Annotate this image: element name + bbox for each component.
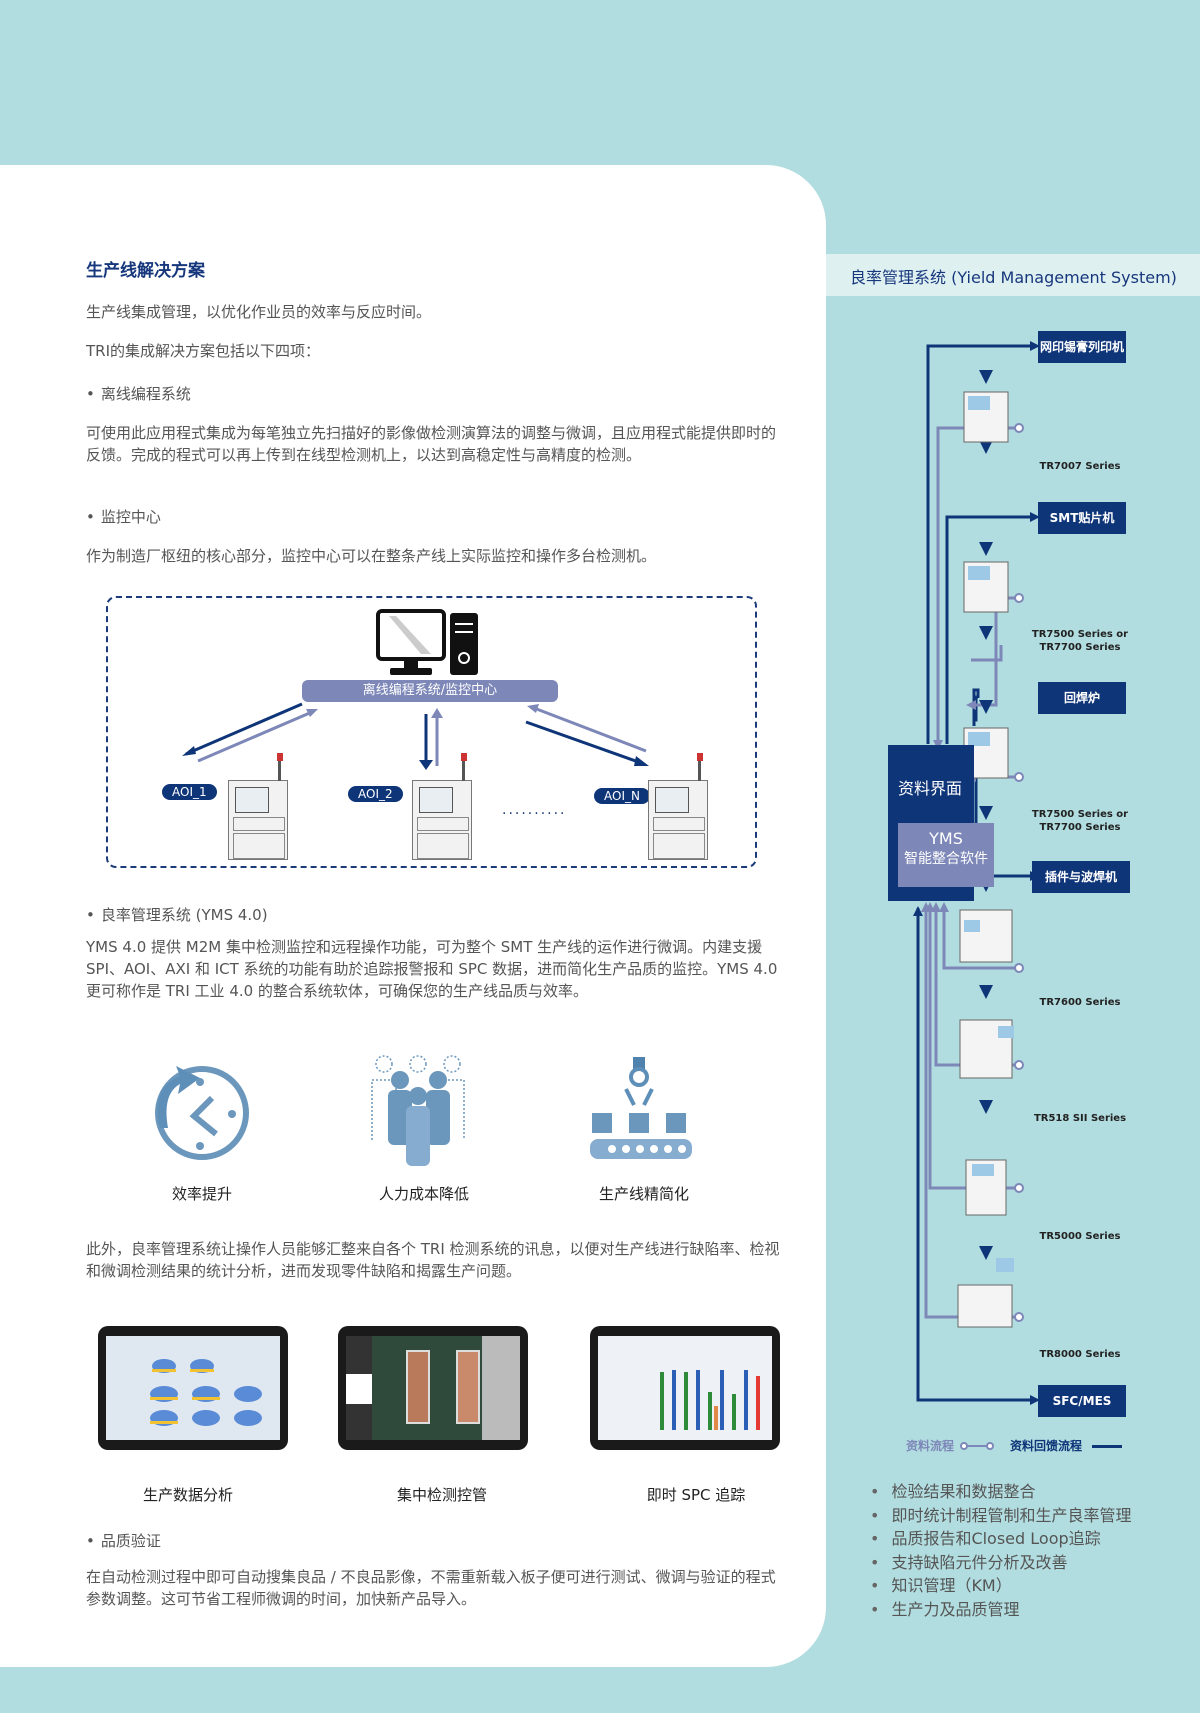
yms-sub-label: 智能整合软件 <box>904 851 988 867</box>
section-body-offline: 可使用此应用程式集成为每笔独立先扫描好的影像做检测演算法的调整与微调，且应用程式… <box>86 424 777 464</box>
section-heading-offline: 离线编程系统 <box>86 383 191 404</box>
yms-label: YMS <box>929 829 963 848</box>
intro-list-lead: TRI的集成解决方案包括以下四项： <box>86 342 321 360</box>
machine-label-tr7500-a: TR7500 Series or TR7700 Series <box>1031 629 1129 653</box>
link-arrows <box>182 702 649 770</box>
screen-data-analysis <box>98 1326 288 1450</box>
feature-item: 即时统计制程管制和生产良率管理 <box>870 1504 1131 1528</box>
network-diagram: 离线编程系统/监控中心 AOI_1 AOI_2 AOI_N ·········· <box>106 596 757 868</box>
feature-item: 生产力及品质管理 <box>870 1598 1131 1622</box>
legend-feedback-line <box>1092 1445 1122 1448</box>
section-heading-yms: 良率管理系统 (YMS 4.0) <box>86 904 268 925</box>
page-title: 生产线解决方案 <box>86 261 205 281</box>
aoi-machine-n <box>648 753 708 860</box>
feature-list: 检验结果和数据整合 即时统计制程管制和生产良率管理 品质报告和Closed Lo… <box>870 1480 1131 1621</box>
process-box-reflow: 回焊炉 <box>1038 682 1126 714</box>
aoi-machine-2 <box>412 753 472 860</box>
screen-label-data-analysis: 生产数据分析 <box>142 1486 233 1504</box>
section-body-yms: YMS 4.0 提供 M2M 集中检测监控和远程操作功能，可为整个 SMT 生产… <box>86 938 778 1000</box>
machine-label-tr7500-b: TR7500 Series or TR7700 Series <box>1031 809 1129 833</box>
aoi-machine-1 <box>228 753 288 860</box>
benefit-label-efficiency: 效率提升 <box>171 1185 232 1203</box>
more-machines-ellipsis: ·········· <box>502 806 567 822</box>
section-heading-monitor: 监控中心 <box>86 506 161 527</box>
hub-label: 资料界面 <box>898 779 963 798</box>
legend-data-flow: 资料流程 <box>906 1439 955 1453</box>
right-panel-title: 良率管理系统 (Yield Management System) <box>850 268 1177 287</box>
yms-software-box: YMS 智能整合软件 <box>898 823 994 887</box>
section-heading-quality: 品质验证 <box>86 1530 161 1551</box>
section-body-quality: 在自动检测过程中即可自动搜集良品 / 不良品影像，不需重新载入板子便可进行测试、… <box>86 1568 776 1608</box>
legend-feedback-flow: 资料回馈流程 <box>1010 1439 1083 1453</box>
right-panel-header: 良率管理系统 (Yield Management System) <box>826 254 1200 296</box>
aoi-node-1: AOI_1 <box>162 784 217 800</box>
people-icon <box>371 1055 465 1166</box>
process-box-wave-solder: 插件与波焊机 <box>1032 861 1130 893</box>
clock-arrow-icon <box>155 1066 249 1160</box>
screen-label-spc: 即时 SPC 追踪 <box>646 1486 746 1504</box>
machine-label-tr518: TR518 SII Series <box>1033 1113 1127 1124</box>
benefit-label-labor: 人力成本降低 <box>378 1185 469 1203</box>
intro-text: 生产线集成管理，以优化作业员的效率与反应时间。 <box>86 303 432 321</box>
process-box-smt-placement: SMT贴片机 <box>1038 502 1126 534</box>
diagram-graphics <box>182 609 649 770</box>
machine-label-tr5000: TR5000 Series <box>1039 1231 1121 1242</box>
screen-central-inspection <box>338 1326 528 1450</box>
aoi-node-2: AOI_2 <box>348 786 403 802</box>
feature-item: 支持缺陷元件分析及改善 <box>870 1551 1131 1575</box>
benefit-label-streamline: 生产线精简化 <box>598 1185 689 1203</box>
machine-label-tr7600: TR7600 Series <box>1039 997 1121 1008</box>
section-body-monitor: 作为制造厂枢纽的核心部分，监控中心可以在整条产线上实际监控和操作多台检测机。 <box>86 547 657 565</box>
screen-label-central-inspection: 集中检测控管 <box>396 1486 487 1504</box>
machine-glyphs <box>957 391 1013 1328</box>
feature-item: 品质报告和Closed Loop追踪 <box>870 1527 1131 1551</box>
aoi-node-n: AOI_N <box>594 788 650 804</box>
machine-label-tr7007: TR7007 Series <box>1039 461 1121 472</box>
center-system-label: 离线编程系统/监控中心 <box>302 680 558 702</box>
data-interface-hub: 资料界面 YMS 智能整合软件 <box>888 745 994 901</box>
step-arrows <box>979 370 993 1260</box>
extra-description: 此外，良率管理系统让操作人员能够汇整来自各个 TRI 检测系统的讯息，以便对生产… <box>86 1240 780 1280</box>
process-box-stencil-printer: 网印锡膏列印机 <box>1038 331 1126 363</box>
feature-item: 知识管理（KM） <box>870 1574 1131 1598</box>
machine-label-tr8000: TR8000 Series <box>1039 1349 1121 1360</box>
conveyor-robot-icon <box>590 1057 692 1159</box>
yms-flow-diagram <box>913 341 1040 1405</box>
legend-data-flow-line <box>960 1442 994 1450</box>
screen-spc-tracking <box>590 1326 780 1450</box>
computer-icon <box>376 609 478 675</box>
process-box-sfc-mes: SFC/MES <box>1038 1385 1126 1417</box>
feature-item: 检验结果和数据整合 <box>870 1480 1131 1504</box>
